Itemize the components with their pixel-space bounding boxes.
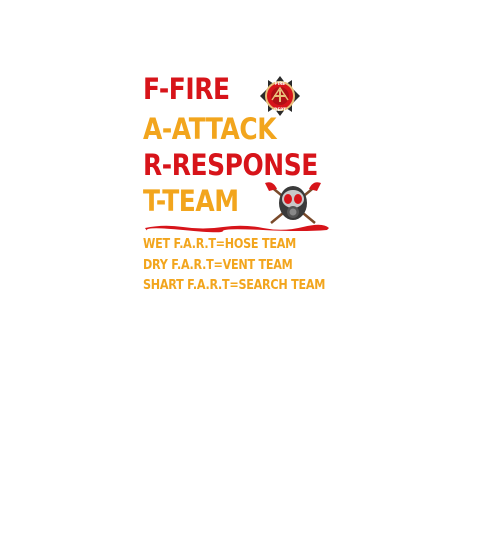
red-brush-stroke	[145, 224, 329, 233]
subline-shart: SHART F.A.R.T=SEARCH TEAM	[143, 278, 326, 293]
word-attack: ATTACK	[171, 112, 277, 146]
subline-dry: DRY F.A.R.T=VENT TEAM	[143, 258, 293, 273]
dash: -	[158, 72, 169, 106]
dash: -	[161, 112, 172, 146]
badge-top-text: FIRE	[275, 81, 285, 86]
shirt-design: F-FIRE A-ATTACK R-RESPONSE T-TEAM FIRE D…	[143, 72, 338, 297]
word-response: RESPONSE	[171, 148, 319, 182]
line-attack: A-ATTACK	[143, 112, 277, 146]
line-team: T-TEAM	[143, 184, 239, 218]
line-fire: F-FIRE	[143, 72, 230, 106]
fire-dept-badge-icon: FIRE DEPT	[260, 76, 300, 116]
dash: -	[161, 148, 172, 182]
word-fire: FIRE	[168, 72, 230, 106]
dash: -	[155, 184, 163, 218]
letter-f: F	[143, 72, 159, 106]
letter-r: R	[143, 148, 162, 182]
word-team: TEAM	[162, 184, 239, 218]
subline-wet: WET F.A.R.T=HOSE TEAM	[143, 237, 296, 252]
line-response: R-RESPONSE	[143, 148, 318, 182]
badge-bottom-text: DEPT	[274, 107, 286, 112]
gas-mask-icon	[265, 182, 321, 224]
letter-a: A	[143, 112, 162, 146]
letter-t: T	[143, 184, 156, 218]
